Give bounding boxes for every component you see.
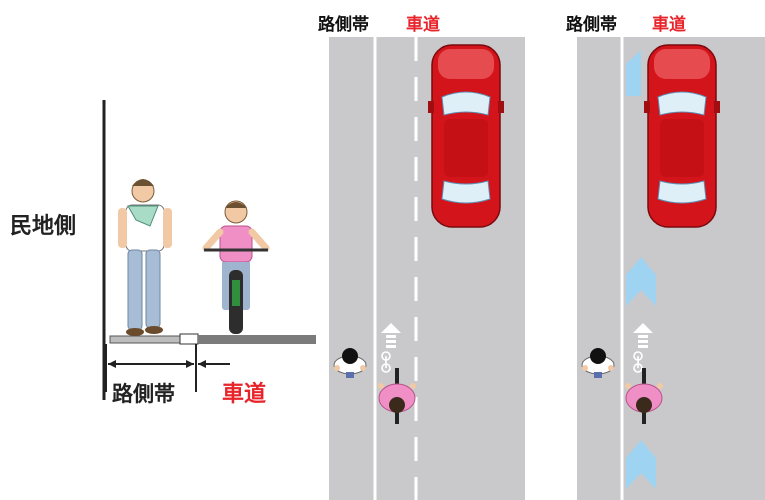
road-surface bbox=[577, 37, 765, 500]
arrowhead-icon bbox=[108, 360, 116, 368]
pedestrian-topview-icon bbox=[333, 348, 367, 378]
guide-arrow-icon bbox=[626, 50, 656, 489]
panel-shoulder-label: 路側帯 bbox=[318, 15, 369, 35]
panel-roadway-label: 車道 bbox=[652, 15, 686, 35]
cyclist-figure bbox=[202, 200, 270, 334]
pedestrian-topview-icon bbox=[581, 348, 615, 378]
roadway-label: 車道 bbox=[222, 382, 267, 407]
pedestrian-figure bbox=[118, 179, 172, 336]
road-surface bbox=[329, 37, 525, 500]
car-icon bbox=[428, 44, 504, 228]
shoulder-surface bbox=[109, 335, 181, 344]
side-label: 民地側 bbox=[10, 214, 77, 239]
shoulder-label: 路側帯 bbox=[112, 382, 175, 406]
cross-section-diagram bbox=[102, 100, 316, 400]
arrowhead-icon bbox=[186, 360, 194, 368]
arrowhead-icon bbox=[198, 360, 206, 368]
car-icon bbox=[644, 44, 720, 228]
curb-block bbox=[179, 333, 199, 345]
bicycle-direction-arrow bbox=[381, 323, 401, 348]
cyclist-topview-icon bbox=[378, 368, 416, 424]
panel-roadway-label: 車道 bbox=[406, 15, 440, 35]
cyclist-topview-icon bbox=[625, 368, 663, 424]
roadway-surface bbox=[198, 335, 316, 344]
bicycle-direction-arrow bbox=[633, 323, 653, 348]
bicycle-mark-icon bbox=[633, 351, 643, 373]
bicycle-mark-icon bbox=[381, 351, 391, 373]
panel-shoulder-label: 路側帯 bbox=[566, 15, 617, 35]
